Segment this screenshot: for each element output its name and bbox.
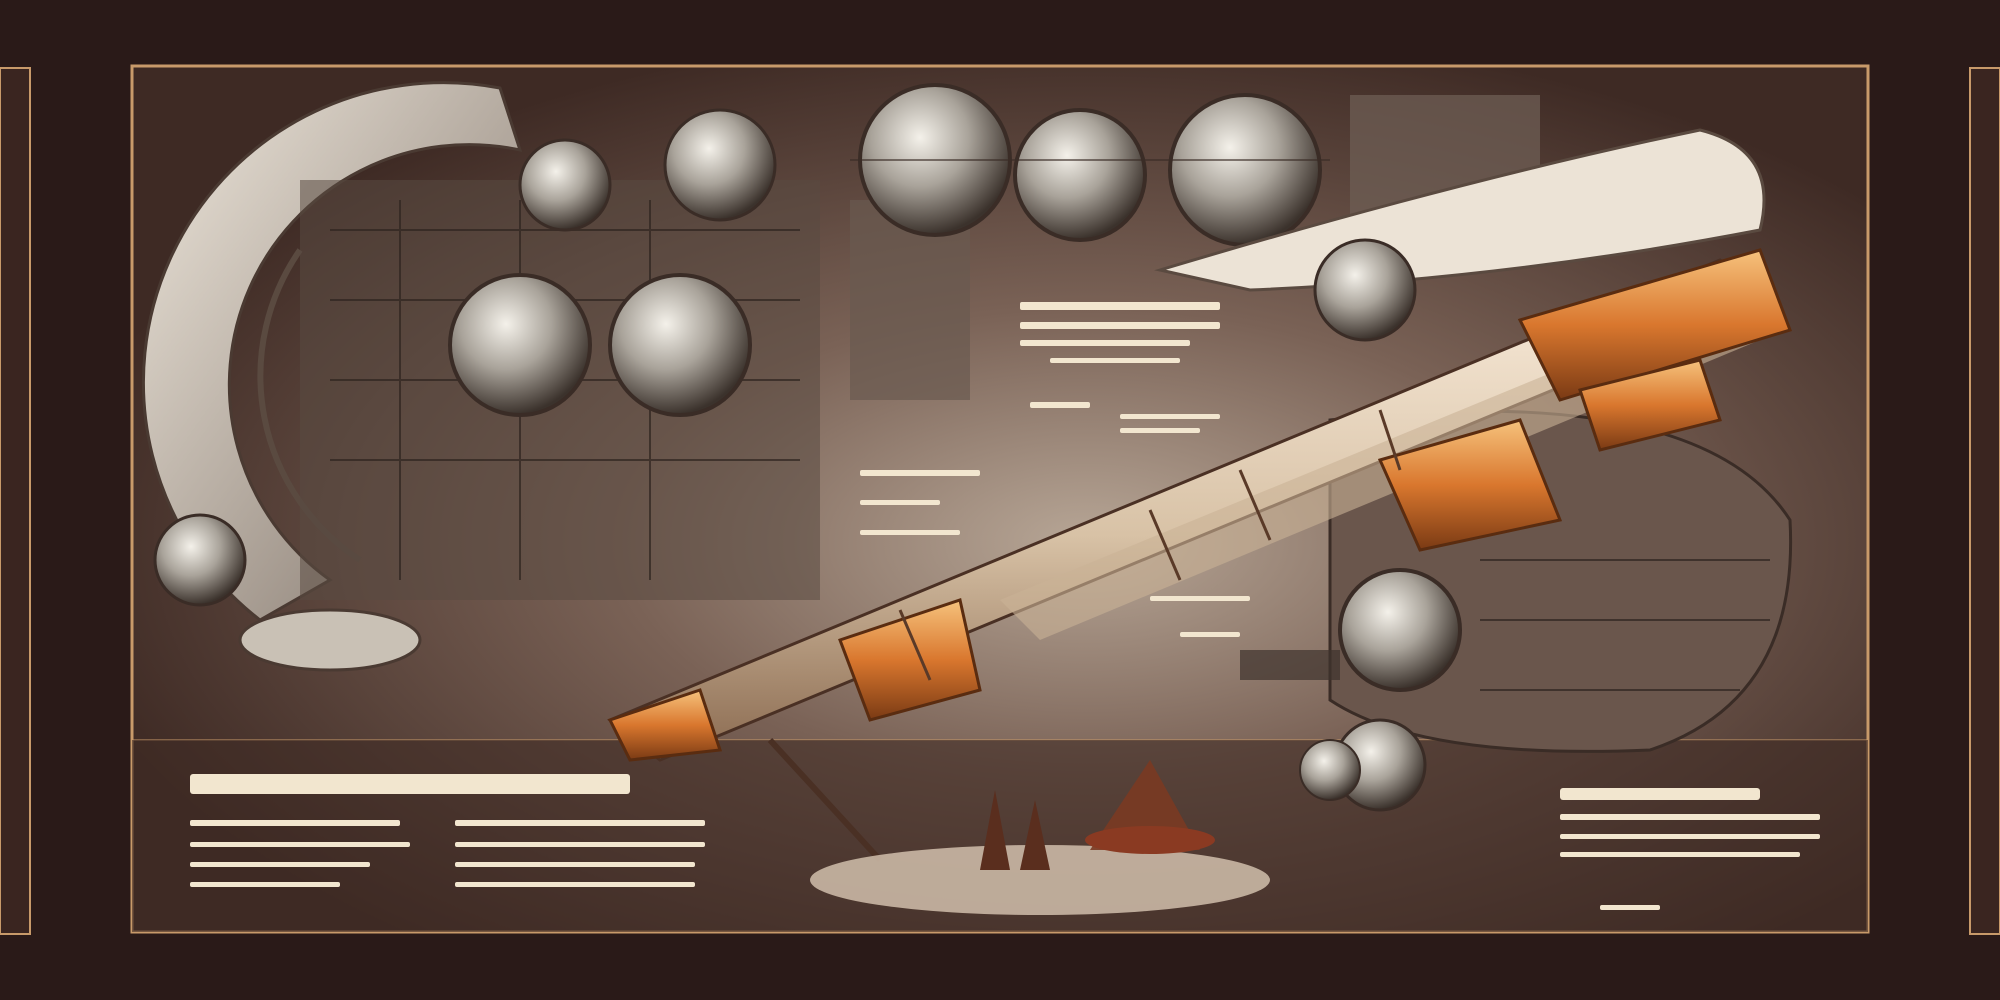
copper-rifle xyxy=(607,248,1792,863)
sphere-tank xyxy=(448,273,592,417)
vignette-scene xyxy=(810,739,1361,915)
sphere-tank xyxy=(518,138,612,232)
left-edge-panel xyxy=(0,67,31,935)
heading-glyphs xyxy=(190,774,1760,800)
sphere-tank xyxy=(608,273,752,417)
schematic-text-block xyxy=(860,302,1250,637)
top-sphere-row xyxy=(850,83,1330,400)
footer-text-lines xyxy=(190,814,1820,910)
right-edge-panel xyxy=(1969,67,2000,935)
sphere-tank xyxy=(663,108,777,222)
top-right-machinery xyxy=(1154,95,1766,342)
